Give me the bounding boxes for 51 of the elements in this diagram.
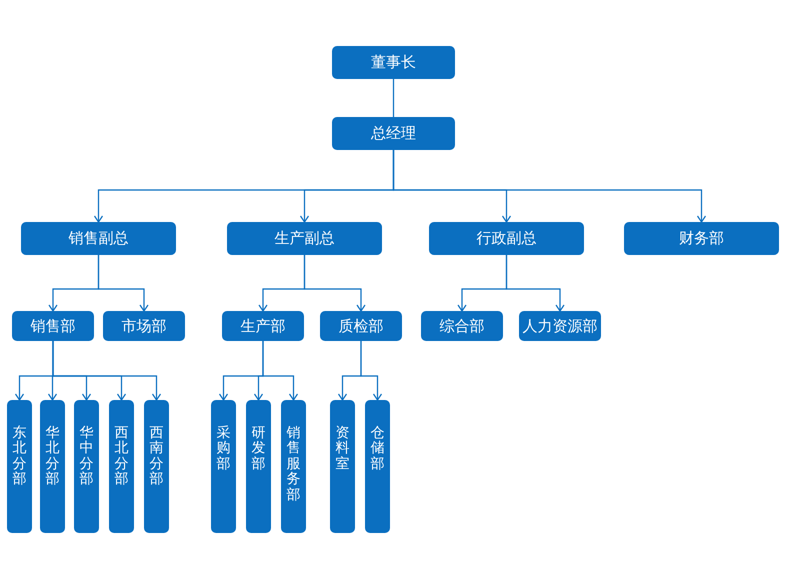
org-box <box>421 311 503 341</box>
unit-name: 仓储部 <box>370 426 384 472</box>
org-box <box>624 222 779 255</box>
unit-name: 西北分部 <box>114 426 128 488</box>
org-box <box>330 400 355 533</box>
org-box <box>332 117 455 150</box>
org-box <box>227 222 382 255</box>
unit-name: 总经理 <box>371 124 416 143</box>
unit-name: 研发部 <box>252 426 266 472</box>
org-box <box>332 46 455 79</box>
org-box <box>7 400 32 533</box>
unit-name: 综合部 <box>440 316 484 336</box>
unit-name: 销售部 <box>30 316 76 336</box>
unit-name: 资料室 <box>336 426 350 472</box>
org-box <box>320 311 402 341</box>
org-box <box>281 400 306 533</box>
unit-name: 销售副总 <box>68 229 128 248</box>
org-box <box>429 222 584 255</box>
unit-name: 华北分部 <box>46 426 60 488</box>
org-box <box>40 400 65 533</box>
unit-name: 人力资源部 <box>522 316 598 336</box>
unit-name: 财务部 <box>679 229 724 248</box>
unit-name: 董事长 <box>371 53 416 72</box>
org-box <box>12 311 94 341</box>
org-box <box>246 400 271 533</box>
unit-name: 生产部 <box>240 316 286 336</box>
unit-name: 销售服务部 <box>286 426 300 503</box>
unit-name: 西南分部 <box>150 426 164 488</box>
connector-arrow <box>304 255 366 312</box>
org-box <box>103 311 185 341</box>
unit-name: 华中分部 <box>80 426 94 488</box>
connector-arrow <box>52 341 162 401</box>
org-box <box>109 400 134 533</box>
unit-name: 质检部 <box>338 316 384 336</box>
connector-arrow <box>506 255 565 312</box>
connector-arrow <box>262 341 298 401</box>
org-box <box>21 222 176 255</box>
org-box <box>144 400 169 533</box>
unit-name: 生产副总 <box>274 229 334 248</box>
org-box <box>74 400 99 533</box>
connector-arrow <box>360 341 382 401</box>
connector-arrow <box>98 255 149 312</box>
unit-name: 采购部 <box>216 426 230 472</box>
org-box <box>365 400 390 533</box>
unit-name: 行政副总 <box>476 229 536 248</box>
unit-name: 市场部 <box>122 316 166 336</box>
connector-arrow <box>392 150 706 223</box>
org-box <box>211 400 236 533</box>
unit-name: 东北分部 <box>12 426 26 488</box>
org-box <box>519 311 601 341</box>
org-box <box>222 311 304 341</box>
